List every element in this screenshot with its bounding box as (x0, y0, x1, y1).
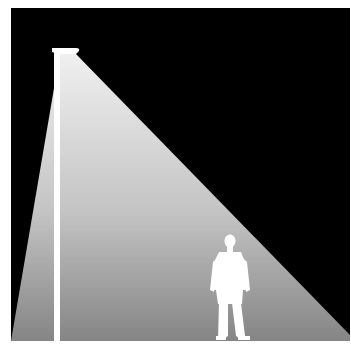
lamp-pole (54, 52, 60, 341)
lamp-head (52, 48, 79, 54)
